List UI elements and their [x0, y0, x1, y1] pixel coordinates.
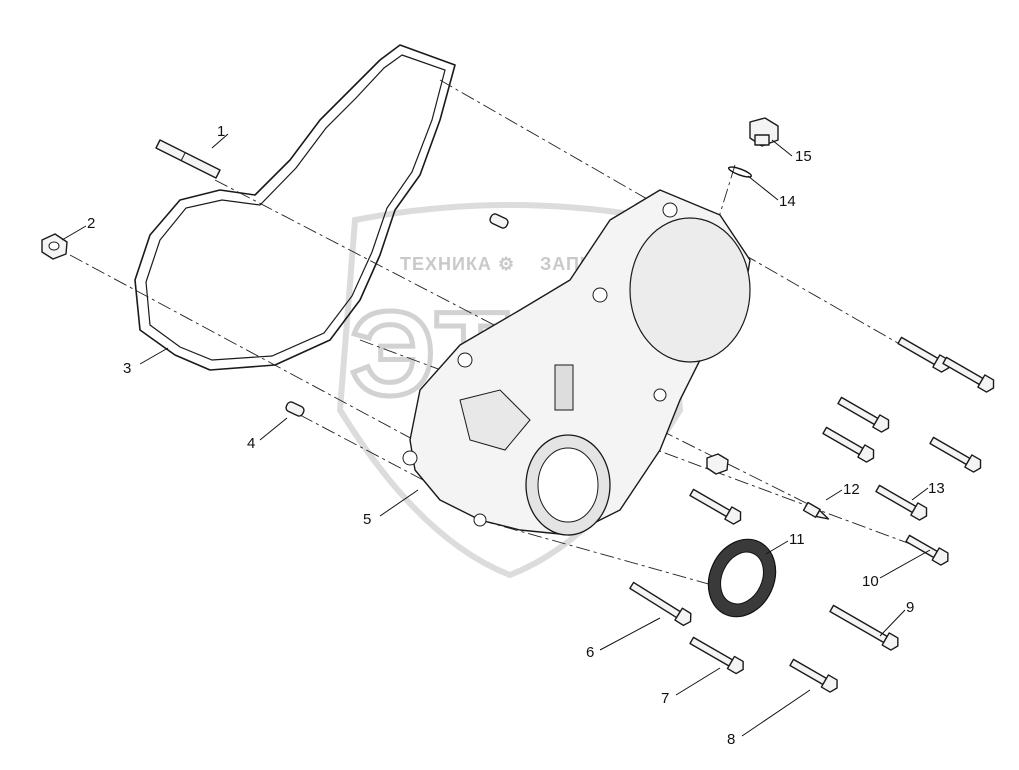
leader-lines: [61, 133, 931, 737]
callout-11: 11: [789, 531, 805, 548]
bolt: [829, 604, 899, 651]
callout-13: 13: [928, 480, 945, 497]
nut: [41, 233, 68, 260]
bolt: [689, 488, 742, 525]
callout-10: 10: [862, 573, 879, 590]
callout-7: 7: [661, 690, 669, 707]
bolt: [897, 336, 950, 373]
callout-12: 12: [843, 481, 860, 498]
callout-1: 1: [217, 123, 225, 140]
callout-8: 8: [727, 731, 735, 748]
callout-2: 2: [87, 215, 95, 232]
gasket: [134, 44, 456, 371]
dowel-pin-upper: [489, 213, 509, 229]
gasket-inner-edge: [145, 54, 446, 361]
sensor: [802, 501, 830, 520]
callout-3: 3: [123, 360, 131, 377]
engine-cover: [402, 189, 751, 536]
watermark-gear-icon: ⚙: [498, 254, 515, 274]
watermark-text-left: ТЕХНИКА: [400, 254, 492, 274]
dowel-pin: [285, 401, 305, 417]
bolt: [905, 534, 949, 566]
filler-plug: [749, 117, 779, 147]
bolt: [837, 396, 890, 433]
bolt: [629, 581, 692, 627]
callout-14: 14: [779, 193, 796, 210]
callout-6: 6: [586, 644, 594, 661]
callout-15: 15: [795, 148, 812, 165]
bolt: [942, 356, 995, 393]
callout-4: 4: [247, 435, 255, 452]
callout-5: 5: [363, 511, 371, 528]
oil-seal: [707, 538, 777, 618]
callout-9: 9: [906, 599, 914, 616]
stud-bolt: [155, 139, 221, 179]
callout-labels: 1 2 3 4 5 6 7 8 9 10 11 12 13 14 15: [87, 123, 945, 748]
bolt: [929, 436, 982, 473]
bolt: [789, 658, 838, 693]
small-nut: [706, 453, 729, 475]
o-ring: [727, 166, 753, 178]
bolt: [689, 636, 744, 675]
bolt: [875, 484, 928, 521]
bolt-set: [629, 336, 995, 693]
bolt: [822, 426, 875, 463]
